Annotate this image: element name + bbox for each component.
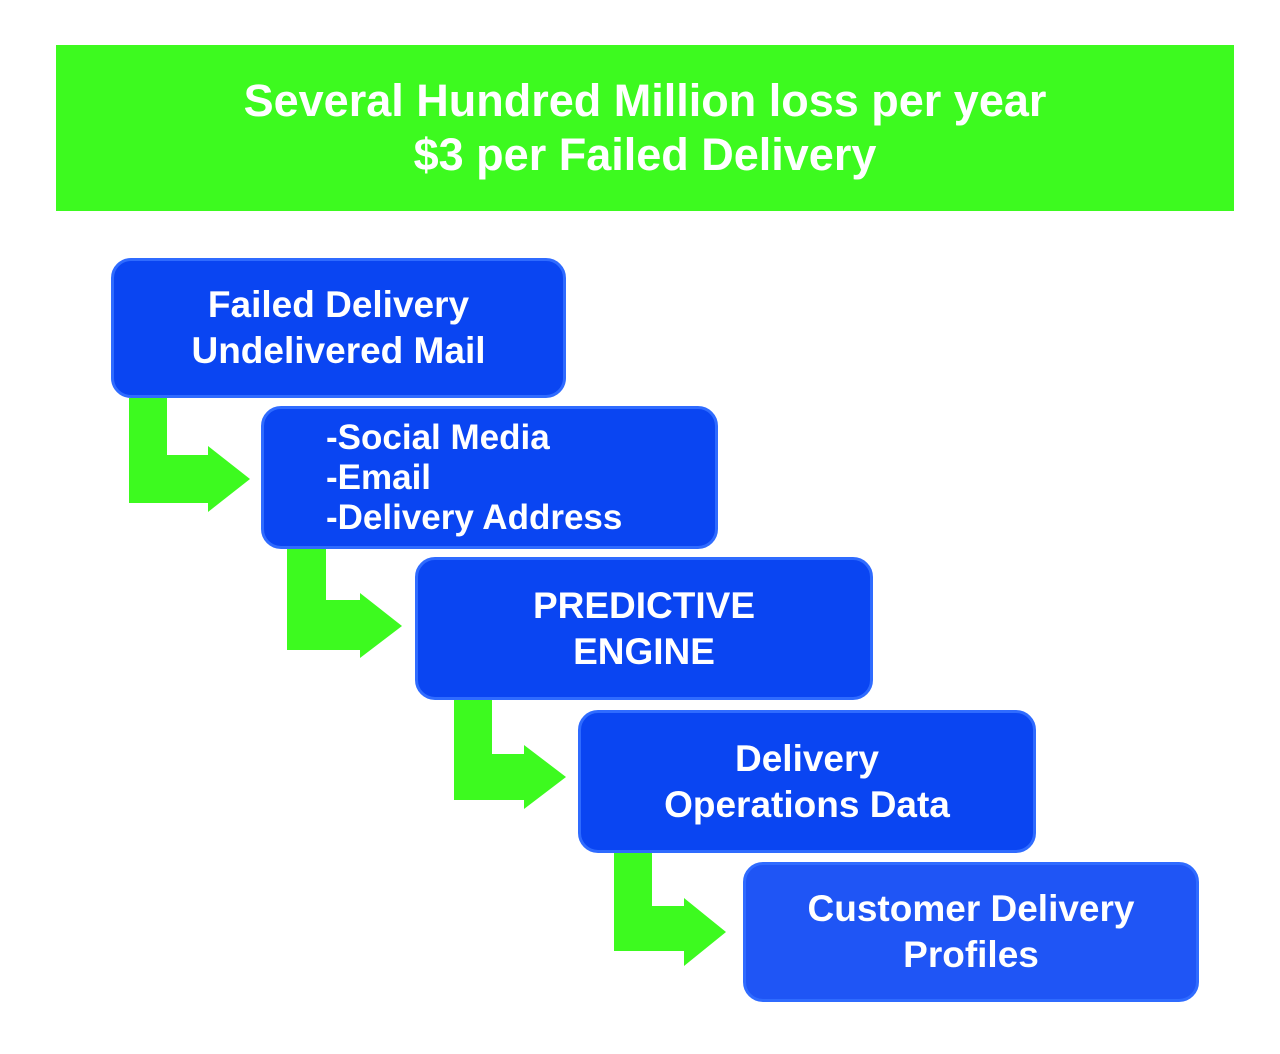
step-customer-delivery-profiles: Customer Delivery Profiles bbox=[743, 862, 1199, 1002]
arrow-step-1-to-2 bbox=[129, 398, 250, 512]
step-delivery-operations-data: Delivery Operations Data bbox=[578, 710, 1036, 853]
step-2-line-3: -Delivery Address bbox=[326, 497, 623, 537]
step-1-line-1: Failed Delivery bbox=[207, 284, 470, 325]
step-5-line-2: Profiles bbox=[903, 934, 1039, 975]
title-banner: Several Hundred Million loss per year $3… bbox=[56, 45, 1234, 211]
arrow-step-3-to-4 bbox=[454, 700, 566, 809]
arrow-step-2-to-3 bbox=[287, 549, 402, 658]
step-3-line-2: ENGINE bbox=[573, 630, 715, 672]
step-2-line-2: -Email bbox=[326, 457, 432, 497]
step-3-line-1: PREDICTIVE bbox=[532, 584, 756, 626]
step-5-line-1: Customer Delivery bbox=[807, 888, 1135, 929]
step-failed-delivery: Failed Delivery Undelivered Mail bbox=[111, 258, 566, 398]
step-4-line-1: Delivery bbox=[735, 737, 879, 779]
step-4-line-2: Operations Data bbox=[664, 783, 950, 825]
arrow-step-4-to-5 bbox=[614, 853, 726, 966]
banner-title-line-2: $3 per Failed Delivery bbox=[413, 129, 877, 180]
step-1-line-2: Undelivered Mail bbox=[191, 330, 486, 371]
step-predictive-engine: PREDICTIVE ENGINE bbox=[415, 557, 873, 700]
banner-title-line-1: Several Hundred Million loss per year bbox=[243, 75, 1047, 126]
step-2-line-1: -Social Media bbox=[326, 417, 550, 457]
step-data-sources: -Social Media -Email -Delivery Address bbox=[261, 406, 718, 549]
